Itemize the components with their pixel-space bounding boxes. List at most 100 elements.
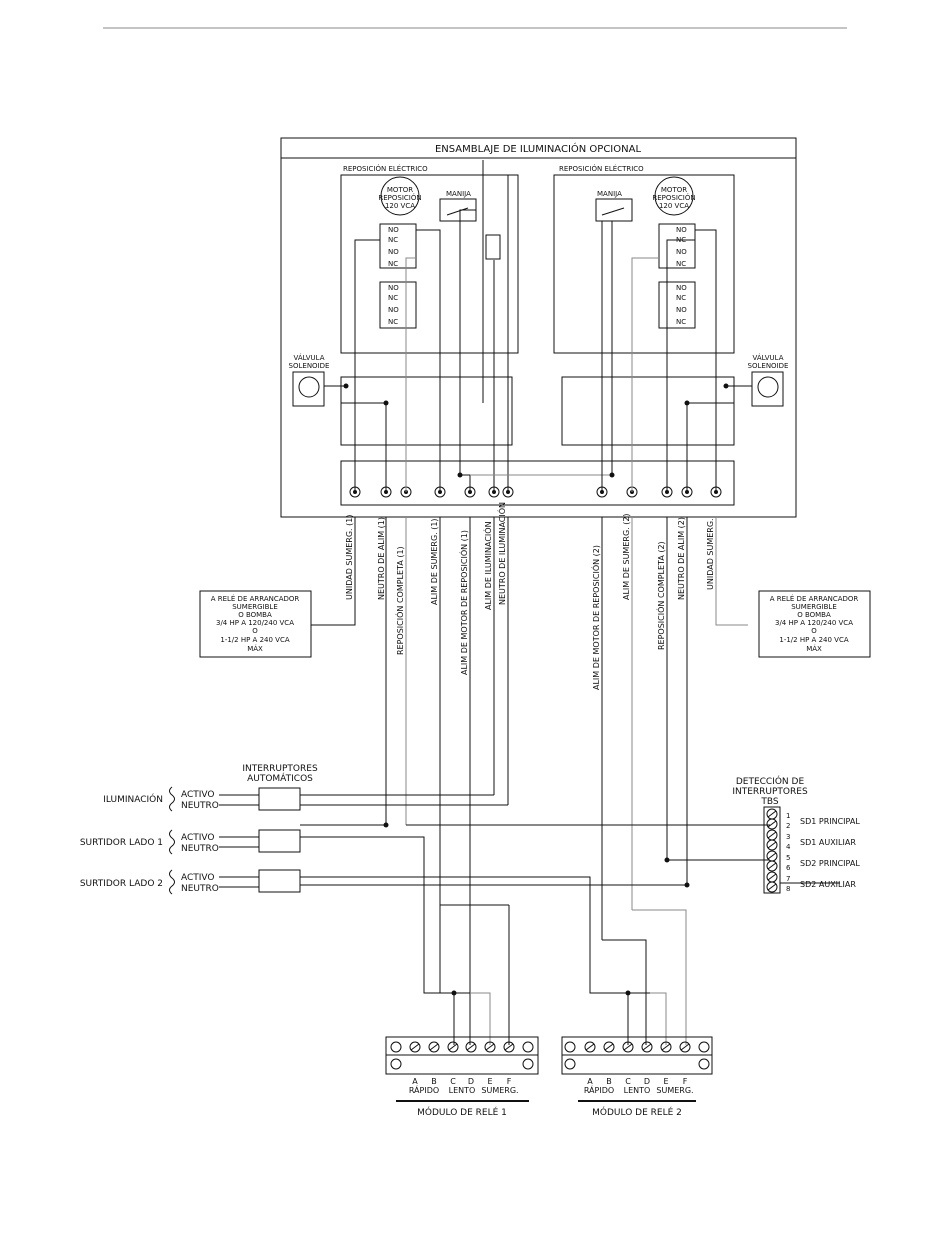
- svg-text:SUMERGIBLE: SUMERGIBLE: [232, 603, 278, 611]
- tbs-terminal-6: [766, 860, 778, 872]
- left-aux-switch: [485, 234, 501, 260]
- module1-terminal-B-slot: [429, 1043, 439, 1051]
- svg-text:RÁPIDO: RÁPIDO: [409, 1084, 439, 1095]
- breaker-dispenser-2: [258, 869, 301, 893]
- svg-text:RÁPIDO: RÁPIDO: [584, 1084, 614, 1095]
- svg-text:E: E: [663, 1077, 668, 1086]
- module1-terminal-F-slot: [504, 1043, 514, 1051]
- svg-text:NC: NC: [388, 294, 398, 302]
- wire-label: NEUTRO DE ILUMINACIÓN: [496, 502, 507, 605]
- relay-module-2-title: MÓDULO DE RELÉ 2: [592, 1106, 682, 1118]
- svg-text:4: 4: [786, 843, 791, 851]
- svg-text:A: A: [587, 1077, 593, 1086]
- module2-terminal-F-slot: [680, 1043, 690, 1051]
- right-handle-switch: [595, 198, 633, 222]
- right-relay-contacts-top: [658, 223, 696, 269]
- tbs-terminal-8: [766, 881, 778, 893]
- external-wires: [311, 517, 748, 940]
- svg-text:8: 8: [786, 885, 790, 893]
- svg-text:1: 1: [786, 812, 790, 820]
- relay-module-1-title: MÓDULO DE RELÉ 1: [417, 1106, 507, 1118]
- svg-text:REPOSICIÓN: REPOSICIÓN: [378, 193, 421, 202]
- source-name: ILUMINACIÓN: [103, 793, 163, 805]
- left-relay-contacts-top: [379, 223, 417, 269]
- wire-label: ALIM DE MOTOR DE REPOSICIÓN (1): [458, 530, 469, 675]
- svg-text:NC: NC: [676, 260, 686, 268]
- svg-text:MANIJA: MANIJA: [597, 190, 622, 198]
- tbs-terminal-2-slot: [767, 820, 777, 828]
- module2-terminal-A: [584, 1041, 596, 1053]
- svg-text:A RELÉ DE ARRANCADOR: A RELÉ DE ARRANCADOR: [211, 594, 300, 603]
- svg-text:SOLENOIDE: SOLENOIDE: [748, 362, 789, 370]
- module2-terminal-D-slot: [642, 1043, 652, 1051]
- svg-text:VÁLVULA: VÁLVULA: [293, 353, 324, 362]
- wire-label: ALIM DE SUMERG. (2): [622, 513, 631, 600]
- svg-text:NO: NO: [388, 226, 399, 234]
- svg-text:120 VCA: 120 VCA: [385, 202, 415, 210]
- wire-label: ALIM DE MOTOR DE REPOSICIÓN (2): [590, 545, 601, 690]
- wire-label: UNIDAD SUMERG.: [706, 518, 715, 590]
- svg-text:6: 6: [786, 864, 791, 872]
- svg-text:120 VCA: 120 VCA: [659, 202, 689, 210]
- svg-text:NC: NC: [388, 236, 398, 244]
- module2-terminal-D: [641, 1041, 653, 1053]
- svg-text:D: D: [468, 1077, 474, 1086]
- right-relay-contacts-bottom: [658, 281, 696, 329]
- svg-text:B: B: [606, 1077, 612, 1086]
- relay-module-1: A B C D E F RÁPIDO LENTO SUMERG. MÓDULO …: [385, 1036, 539, 1118]
- svg-text:ACTIVO: ACTIVO: [181, 833, 215, 843]
- right-relay-note: A RELÉ DE ARRANCADOR SUMERGIBLE O BOMBA …: [758, 590, 871, 658]
- tbs-screw-terminals: [766, 808, 778, 893]
- breakers-title: INTERRUPTORES: [242, 764, 318, 774]
- wire-label: ALIM DE SUMERG. (1): [430, 518, 439, 605]
- module2-terminal-C: [622, 1041, 634, 1053]
- module2-terminal-C-slot: [623, 1043, 633, 1051]
- svg-text:C: C: [625, 1077, 631, 1086]
- svg-text:C: C: [450, 1077, 456, 1086]
- wire-label: REPOSICIÓN COMPLETA (2): [655, 541, 666, 650]
- tbs-terminal-8-slot: [767, 883, 777, 891]
- svg-text:2: 2: [786, 822, 790, 830]
- source-name: SURTIDOR LADO 2: [80, 879, 163, 889]
- svg-text:NC: NC: [676, 294, 686, 302]
- wire-label: NEUTRO DE ALIM (2): [677, 517, 686, 600]
- switch-detection: DETECCIÓN DE INTERRUPTORES TBS 1 2 3 4 5…: [664, 775, 860, 894]
- svg-text:VÁLVULA: VÁLVULA: [752, 353, 783, 362]
- svg-text:5: 5: [786, 854, 790, 862]
- svg-text:SOLENOIDE: SOLENOIDE: [289, 362, 330, 370]
- module1-terminal-B: [428, 1041, 440, 1053]
- right-junction-box: [561, 376, 735, 446]
- breaker-dispenser-1: [258, 829, 301, 853]
- svg-text:NEUTRO: NEUTRO: [181, 801, 219, 811]
- svg-text:SUMERG.: SUMERG.: [481, 1086, 518, 1095]
- module-wiring: [439, 825, 687, 1045]
- tbs-terminal-1-slot: [767, 810, 777, 818]
- right-reset-title: REPOSICIÓN ELÉCTRICO: [559, 164, 644, 173]
- svg-text:NC: NC: [388, 318, 398, 326]
- svg-text:E: E: [487, 1077, 492, 1086]
- left-reset-title: REPOSICIÓN ELÉCTRICO: [343, 164, 428, 173]
- svg-text:NO: NO: [676, 284, 687, 292]
- svg-text:NC: NC: [676, 318, 686, 326]
- module2-terminal-F: [679, 1041, 691, 1053]
- module1-terminal-C-slot: [448, 1043, 458, 1051]
- svg-text:NO: NO: [388, 306, 399, 314]
- optional-lighting-assembly: ENSAMBLAJE DE ILUMINACIÓN OPCIONAL: [280, 137, 797, 518]
- module1-terminal-F: [503, 1041, 515, 1053]
- svg-text:MOTOR: MOTOR: [661, 186, 687, 194]
- svg-text:MANIJA: MANIJA: [446, 190, 471, 198]
- module1-terminal-E-slot: [485, 1043, 495, 1051]
- svg-text:SD2 PRINCIPAL: SD2 PRINCIPAL: [800, 859, 860, 868]
- module1-terminal-E: [484, 1041, 496, 1053]
- left-junction-box: [340, 376, 513, 446]
- svg-text:O: O: [252, 627, 258, 635]
- left-solenoid-valve: VÁLVULA SOLENOIDE: [289, 353, 330, 407]
- svg-text:F: F: [683, 1077, 688, 1086]
- module1-terminal-D: [465, 1041, 477, 1053]
- svg-text:INTERRUPTORES: INTERRUPTORES: [732, 787, 808, 797]
- source-name: SURTIDOR LADO 1: [80, 838, 163, 848]
- svg-text:3/4 HP A 120/240 VCA: 3/4 HP A 120/240 VCA: [775, 619, 853, 627]
- svg-text:NC: NC: [388, 260, 398, 268]
- left-relay-note: A RELÉ DE ARRANCADOR SUMERGIBLE O BOMBA …: [199, 590, 312, 658]
- left-wire-labels: UNIDAD SUMERG. (1) NEUTRO DE ALIM (1) RE…: [345, 502, 507, 675]
